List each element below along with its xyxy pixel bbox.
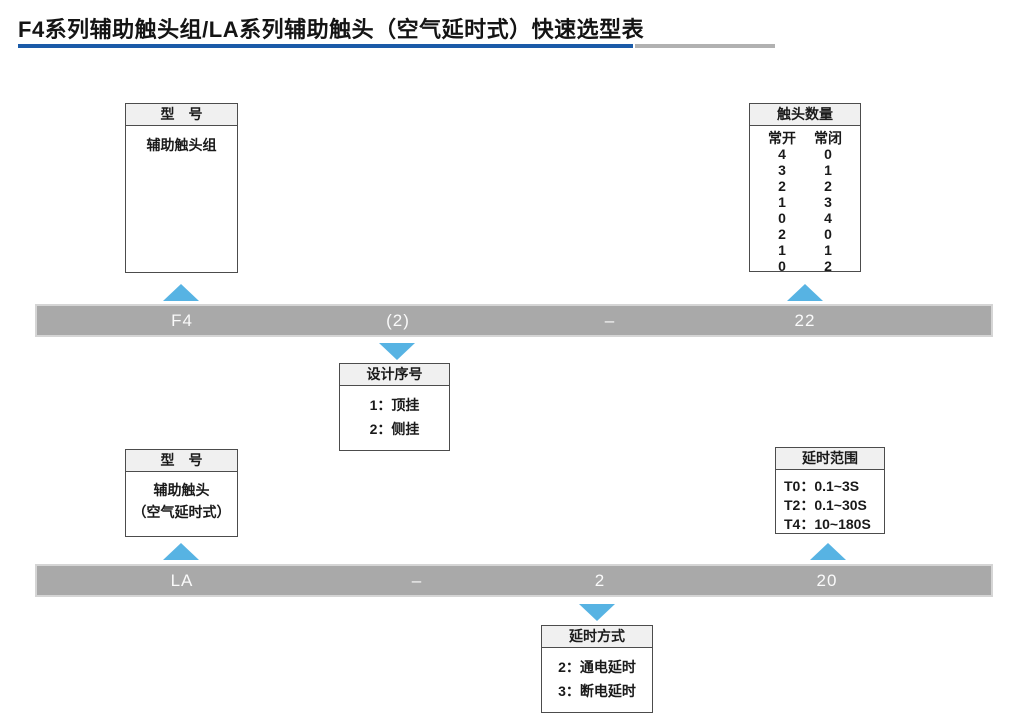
contact-col-nc: 常闭: [814, 130, 842, 146]
up-arrow-icon: [810, 543, 846, 560]
bar-segment-design: (2): [386, 311, 410, 330]
delay-mode-box: 延时方式 2：通电延时 3：断电延时: [541, 625, 653, 713]
la-model-box-line: （空气延时式）: [132, 504, 231, 520]
contact-row: 2 0: [778, 226, 832, 242]
down-arrow-icon: [379, 343, 415, 360]
bar-segment-series: F4: [171, 311, 193, 330]
f4-model-bar: F4 (2) – 22: [35, 304, 993, 337]
delay-range-option: T4：10~180S: [784, 516, 871, 532]
delay-mode-header: 延时方式: [542, 626, 652, 648]
f4-contact-count-header: 触头数量: [750, 104, 860, 126]
up-arrow-icon: [163, 543, 199, 560]
contact-row: 3 1: [778, 162, 832, 178]
design-option: 1：顶挂: [369, 397, 420, 413]
delay-range-header: 延时范围: [776, 448, 884, 470]
f4-model-box: 型 号 辅助触头组: [125, 103, 238, 273]
contact-row: 1 3: [778, 194, 832, 210]
delay-range-box: 延时范围 T0：0.1~3S T2：0.1~30S T4：10~180S: [775, 447, 885, 534]
delay-range-option: T0：0.1~3S: [784, 478, 860, 494]
design-option: 2：侧挂: [369, 421, 420, 437]
design-number-box: 设计序号 1：顶挂 2：侧挂: [339, 363, 450, 451]
title-underline-gray: [635, 44, 775, 48]
contact-columns-row: 常开 常闭: [750, 130, 860, 146]
f4-model-box-header: 型 号: [126, 104, 237, 126]
contact-row: 0 2: [778, 258, 832, 274]
f4-model-box-line: 辅助触头组: [146, 137, 217, 153]
la-model-box-header: 型 号: [126, 450, 237, 472]
contact-col-no: 常开: [768, 130, 796, 146]
page-title: F4系列辅助触头组/LA系列辅助触头（空气延时式）快速选型表: [18, 17, 645, 42]
contact-row: 0 4: [778, 210, 832, 226]
la-model-box: 型 号 辅助触头 （空气延时式）: [125, 449, 238, 537]
bar-segment-delay-range: 20: [816, 571, 838, 590]
down-arrow-icon: [579, 604, 615, 621]
delay-mode-option: 2：通电延时: [558, 659, 636, 675]
bar-segment-dash: –: [604, 311, 616, 330]
la-model-box-line: 辅助触头: [153, 482, 210, 498]
contact-row: 2 2: [778, 178, 832, 194]
up-arrow-icon: [787, 284, 823, 301]
contact-row: 1 1: [778, 242, 832, 258]
delay-mode-option: 3：断电延时: [558, 683, 636, 699]
bar-segment-series: LA: [170, 571, 194, 590]
design-number-header: 设计序号: [340, 364, 449, 386]
delay-range-option: T2：0.1~30S: [784, 497, 867, 513]
f4-contact-count-box: 触头数量 常开 常闭 4 0 3 1 2 2 1 3 0: [749, 103, 861, 274]
bar-segment-contacts: 22: [794, 311, 816, 330]
contact-row: 4 0: [778, 146, 832, 162]
title-underline-blue: [18, 44, 633, 48]
la-model-bar: LA – 2 20: [35, 564, 993, 597]
up-arrow-icon: [163, 284, 199, 301]
bar-segment-delay-mode: 2: [594, 571, 606, 590]
bar-segment-dash: –: [411, 571, 423, 590]
